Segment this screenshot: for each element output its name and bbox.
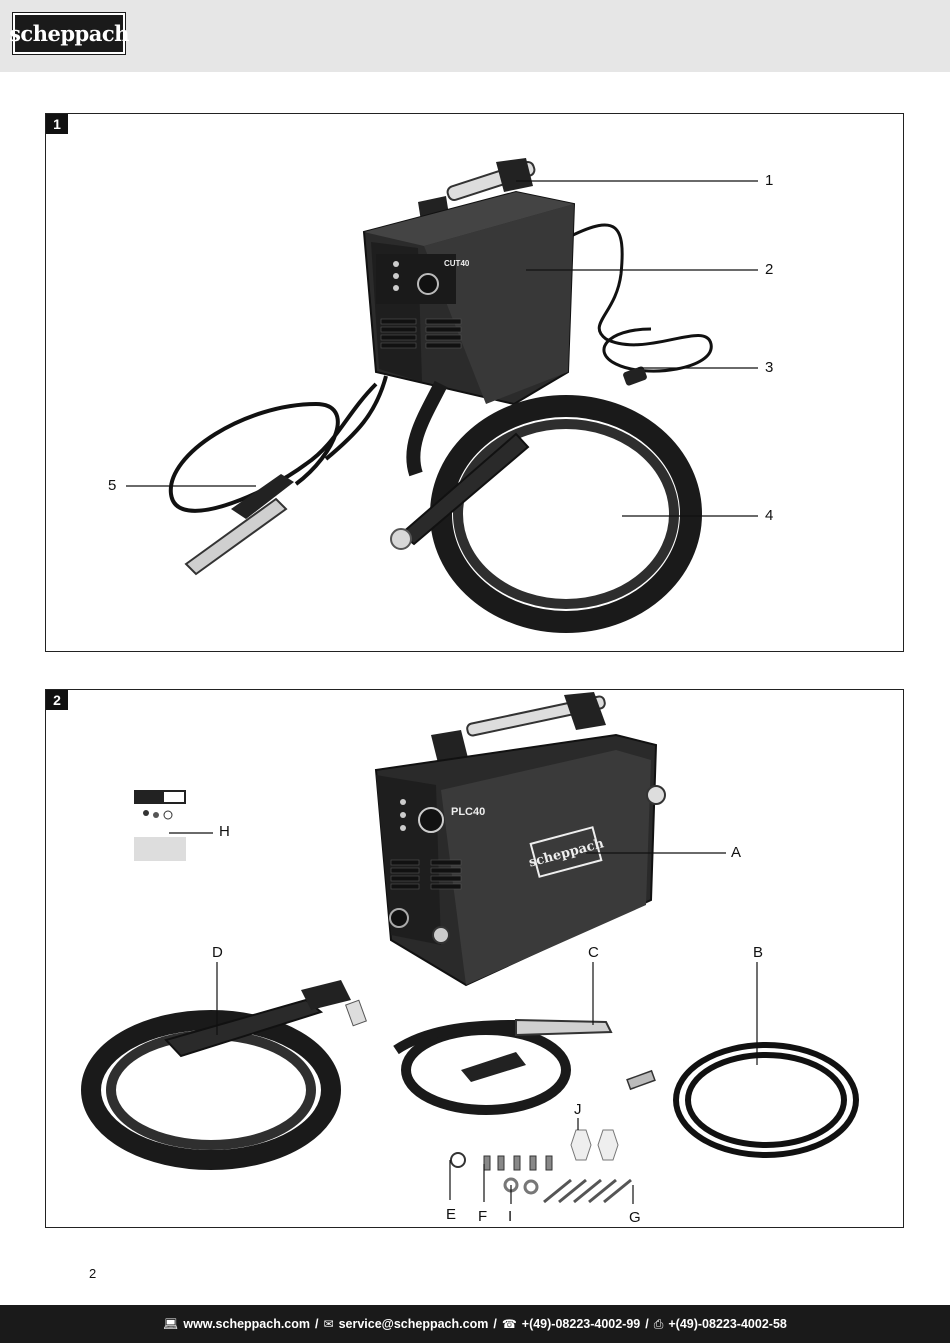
footer-phone: +(49)-08223-4002-99	[521, 1317, 641, 1331]
footer-separator: /	[315, 1317, 319, 1331]
footer-email[interactable]: service@scheppach.com	[338, 1317, 489, 1331]
callout-E: E	[446, 1206, 457, 1223]
callout-4: 4	[765, 507, 774, 524]
figure-2: 2 PLC40 scheppach	[45, 689, 904, 1228]
figure-number: 1	[46, 114, 68, 134]
callout-J: J	[574, 1101, 582, 1118]
callout-H: H	[219, 823, 230, 840]
callout-I: I	[508, 1208, 513, 1225]
figure-1: 1 CUT40	[45, 113, 904, 652]
device-model-label: PLC40	[451, 806, 485, 818]
scheppach-logo: scheppach	[9, 13, 129, 54]
fax-icon: ⎙	[653, 1316, 664, 1331]
footer-separator: /	[645, 1317, 649, 1331]
page-number: 2	[89, 1266, 97, 1281]
callout-B: B	[753, 944, 764, 961]
footer-web[interactable]: www.scheppach.com	[183, 1317, 311, 1331]
figure-number: 2	[46, 690, 68, 710]
computer-icon: 💻︎	[163, 1317, 179, 1331]
callout-2: 2	[765, 261, 774, 278]
callout-C: C	[588, 944, 599, 961]
header-bar: scheppach	[0, 0, 950, 72]
footer-separator: /	[493, 1317, 497, 1331]
callout-5: 5	[108, 477, 117, 494]
phone-icon: ☎︎	[501, 1317, 517, 1331]
footer-bar: 💻︎ www.scheppach.com / ✉︎ service@schepp…	[0, 1305, 950, 1343]
callout-F: F	[478, 1208, 488, 1225]
footer-fax: +(49)-08223-4002-58	[668, 1317, 787, 1331]
callout-A: A	[731, 844, 742, 861]
plasma-cutter-illustration: CUT40	[126, 158, 758, 633]
device-model-label: CUT40	[444, 259, 470, 268]
callout-G: G	[629, 1209, 641, 1226]
callout-D: D	[212, 944, 223, 961]
mail-icon: ✉︎	[323, 1317, 334, 1331]
package-contents-illustration: PLC40 scheppach	[81, 692, 859, 1204]
callout-3: 3	[765, 359, 774, 376]
callout-1: 1	[765, 172, 774, 189]
